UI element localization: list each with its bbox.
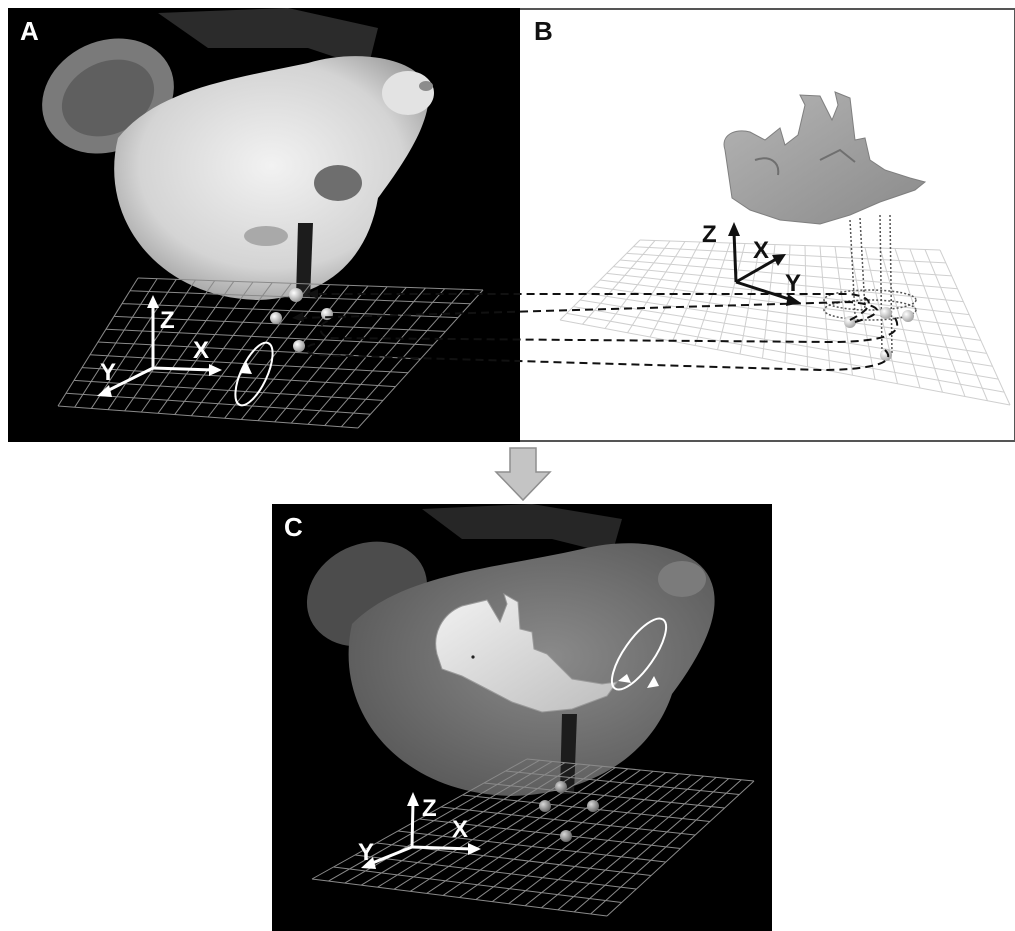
mandible-3d-model [724, 92, 925, 224]
z-axis-label: Z [160, 307, 175, 334]
x-axis-label: X [193, 337, 209, 364]
x-axis-label: X [452, 816, 468, 843]
panel-a-graphic: Z X Y [8, 8, 520, 442]
marker-bead [270, 312, 282, 324]
z-axis-label: Z [702, 221, 717, 248]
marker-bead [880, 349, 892, 361]
marker-bead [587, 800, 599, 812]
marker-bead [902, 310, 914, 322]
rat-head-image [23, 8, 434, 300]
panel-a: Z X Y A [8, 8, 520, 442]
marker-bead [555, 781, 567, 793]
y-axis-label: Y [100, 359, 116, 386]
panel-b-label: B [534, 16, 553, 47]
y-axis-label: Y [785, 270, 801, 297]
panel-c-graphic: Z X Y [272, 504, 772, 931]
down-arrow [493, 446, 553, 502]
marker-bead [844, 316, 856, 328]
panel-c: Z X Y C [272, 504, 772, 931]
x-axis-label: X [753, 237, 769, 264]
panel-b-graphic: Z X Y [520, 10, 1015, 442]
marker-bead [560, 830, 572, 842]
panel-b: Z X Y B [520, 8, 1015, 442]
rotation-ellipse [228, 338, 280, 411]
panel-a-label: A [20, 16, 39, 47]
marker-bead [880, 307, 892, 319]
marker-support [824, 215, 916, 355]
grid-plane [58, 278, 483, 428]
z-axis-label: Z [422, 795, 437, 822]
grid-plane [560, 240, 1010, 405]
panel-c-label: C [284, 512, 303, 543]
marker-bead [293, 340, 305, 352]
y-axis-label: Y [358, 839, 374, 866]
marker-bead [321, 308, 333, 320]
marker-bead [289, 288, 303, 302]
marker-bead [539, 800, 551, 812]
